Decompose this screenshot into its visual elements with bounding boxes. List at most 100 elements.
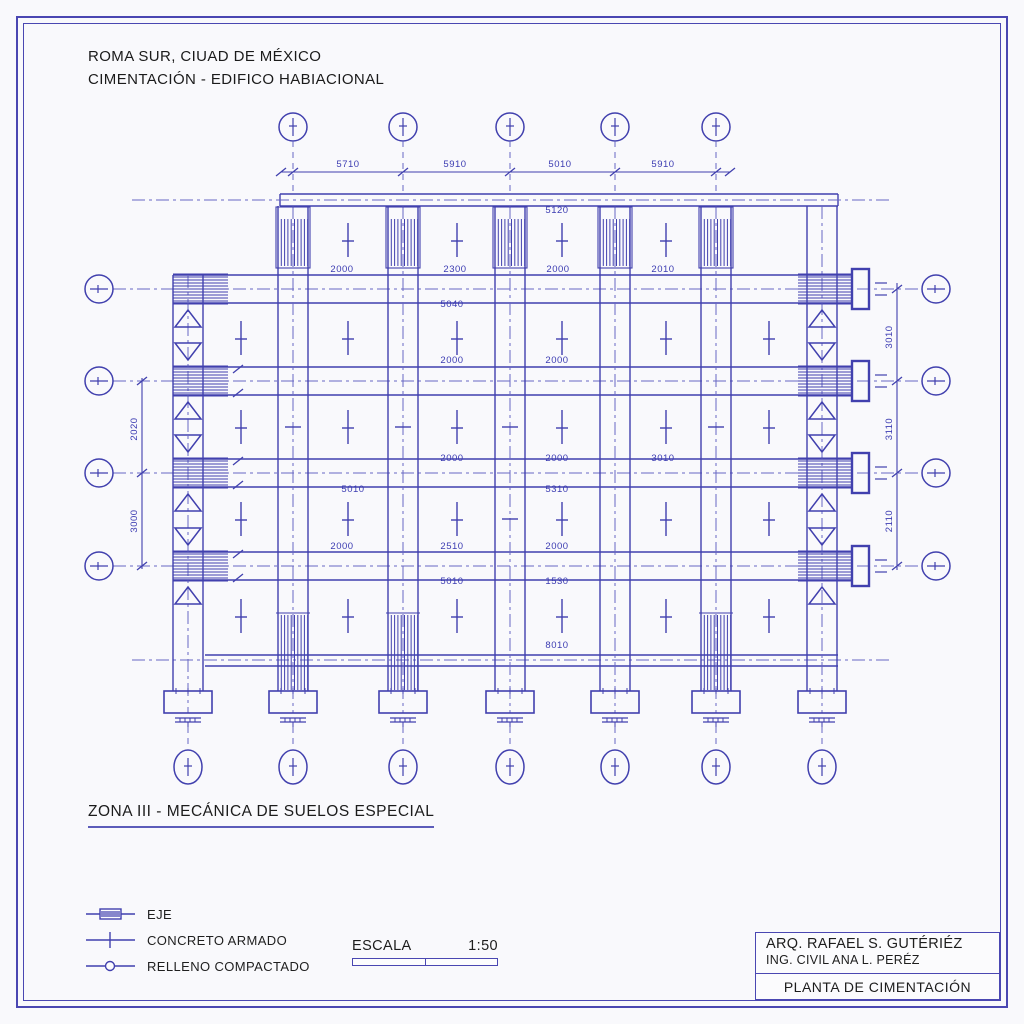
scale-label: ESCALA [352,938,412,954]
dim-tick [397,167,409,177]
axis-bubble-bottom [278,749,308,785]
title-block: ARQ. RAFAEL S. GUTÉRIÉZ ING. CIVIL ANA L… [755,932,1000,1000]
axis-bubble-bottom [807,749,837,785]
dim-label-right: 2110 [884,510,895,532]
down-triangle-marker [173,527,203,547]
pier-block [850,544,871,588]
column-head-outline [597,206,633,269]
axis-bubble-left [84,366,114,396]
beam-dimension-label: 5010 [440,576,463,587]
beam-dimension-label: 3010 [651,453,674,464]
dim-label-left: 2020 [129,417,140,440]
column-head-outline [698,206,734,269]
axis-bubble-bottom [173,749,203,785]
dim-tick [891,561,903,571]
sheet-border-outer [16,16,1008,1008]
project-title: ROMA SUR, CIUAD DE MÉXICO CIMENTACIÓN - … [88,46,384,91]
axis-break-tick [232,388,244,398]
dim-label-top: 5910 [443,159,466,170]
engineer-name: ING. CIVIL ANA L. PERÉZ [766,953,920,967]
dim-tick [609,167,621,177]
dim-label-left: 3000 [129,509,140,532]
legend-label-concreto-armado: CONCRETO ARMADO [147,932,288,948]
beam-dimension-label: 1530 [545,576,568,587]
axis-bubble-left [84,274,114,304]
dim-tick [891,376,903,386]
dim-tick [275,167,287,177]
beam-dimension-label: 2000 [546,264,569,275]
zone-note: ZONA III - MECÁNICA DE SUELOS ESPECIAL [88,803,435,828]
axis-break-tick [232,549,244,559]
beam-dimension-label: 5310 [545,484,568,495]
title-block-names: ARQ. RAFAEL S. GUTÉRIÉZ ING. CIVIL ANA L… [756,933,999,973]
beam-dimension-label: 2000 [440,453,463,464]
drawing-title: PLANTA DE CIMENTACIÓN [756,973,999,999]
legend-label-eje: EJE [147,906,173,922]
up-triangle-marker [807,492,837,512]
up-triangle-marker [807,585,837,605]
axis-break-tick [232,456,244,466]
column-head-outline [492,206,528,269]
down-triangle-marker [807,527,837,547]
beam-dimension-label: 2000 [330,541,353,552]
down-triangle-marker [173,434,203,454]
dim-tick [504,167,516,177]
down-triangle-marker [807,434,837,454]
column-head-outline [275,206,311,269]
project-title-line1: ROMA SUR, CIUAD DE MÉXICO [88,48,322,65]
dim-tick [724,167,736,177]
column-head-outline [385,206,421,269]
dim-label-top: 5710 [336,159,359,170]
down-triangle-marker [173,342,203,362]
beam-dimension-label: 2510 [440,541,463,552]
dim-label-right: 3010 [884,325,895,348]
dim-label-right: 3110 [884,418,895,440]
beam-dimension-label: 2010 [651,264,674,275]
beam-dimension-label: 2000 [545,453,568,464]
pier-block [850,267,871,311]
beam-dimension-label: 8010 [545,640,568,651]
dim-label-top: 5910 [651,159,674,170]
up-triangle-marker [173,492,203,512]
up-triangle-marker [173,400,203,420]
axis-bubble-bottom [495,749,525,785]
beam-dimension-label: 2300 [443,264,466,275]
legend-label-relleno-compactado: RELLENO COMPACTADO [147,958,310,974]
pier-block [850,359,871,403]
scale-bar-tick [425,959,427,965]
scale-indicator: ESCALA 1:50 [352,938,498,966]
legend-item-relleno-compactado: RELLENO COMPACTADO [85,957,310,975]
relleno-compactado-symbol [86,960,135,972]
up-triangle-marker [173,585,203,605]
concreto-armado-symbol [86,932,135,948]
axis-bubble-left [84,551,114,581]
legend-item-concreto-armado: CONCRETO ARMADO [85,931,310,949]
dim-tick [891,284,903,294]
beam-dimension-label: 2000 [545,355,568,366]
dim-tick [891,468,903,478]
axis-break-tick [232,480,244,490]
up-triangle-marker [807,308,837,328]
sheet-border-inner [23,23,1001,1001]
scale-bar [352,958,498,966]
axis-bubble-right [921,274,951,304]
project-title-line2: CIMENTACIÓN - EDIFICO HABIACIONAL [88,70,385,88]
axis-bubble-bottom [701,749,731,785]
eje-symbol [86,908,135,920]
architect-name: ARQ. RAFAEL S. GUTÉRIÉZ [766,936,963,952]
dim-tick [136,468,148,478]
dim-tick [136,376,148,386]
scale-value: 1:50 [468,938,498,954]
axis-bubble-right [921,458,951,488]
legend: EJE CONCRETO ARMADO RELLENO COMPACTADO [85,905,310,975]
axis-bubble-right [921,551,951,581]
dim-tick [710,167,722,177]
beam-dimension-label: 5040 [440,299,463,310]
axis-bubble-right [921,366,951,396]
beam-dimension-label: 2000 [330,264,353,275]
axis-bubble-bottom [600,749,630,785]
pier-block [850,451,871,495]
dim-tick [287,167,299,177]
